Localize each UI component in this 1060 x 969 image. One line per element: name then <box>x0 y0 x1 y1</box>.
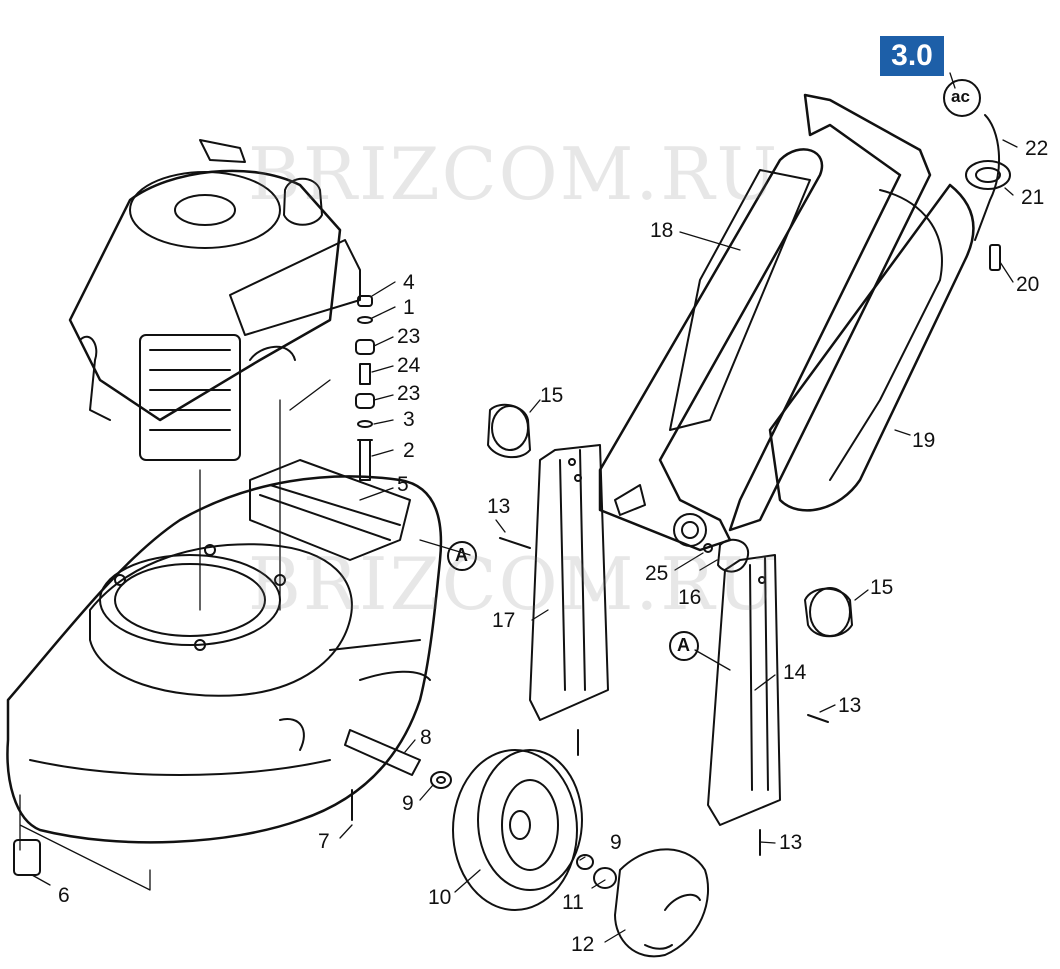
watermark-top: BRIZCOM.RU <box>248 132 780 216</box>
wheel-brackets <box>499 444 829 856</box>
part-label-13b: 13 <box>838 694 862 717</box>
watermark-middle: BRIZCOM.RU <box>248 542 780 626</box>
mount-hardware <box>355 295 375 481</box>
cooling-plate <box>249 459 411 561</box>
part-label-24: 24 <box>397 354 421 377</box>
part-label-19: 19 <box>912 429 936 452</box>
part-label-23a: 23 <box>397 325 421 348</box>
part-label-13a: 13 <box>487 495 511 518</box>
part-label-15a: 15 <box>540 384 564 407</box>
part-label-21: 21 <box>1021 186 1045 209</box>
marker-ac-circle <box>943 79 981 117</box>
part-label-5: 5 <box>397 473 409 496</box>
leader-lines <box>19 72 1018 943</box>
part-label-14: 14 <box>783 661 807 684</box>
part-label-13c: 13 <box>779 831 803 854</box>
part-label-4: 4 <box>403 271 415 294</box>
marker-a-lower: A <box>677 635 690 655</box>
part-label-3: 3 <box>403 408 415 431</box>
part-label-10: 10 <box>428 886 452 909</box>
marker-ac: ac <box>951 87 970 106</box>
part-label-6: 6 <box>58 884 70 907</box>
part-label-22: 22 <box>1025 137 1049 160</box>
part-label-16: 16 <box>678 586 702 609</box>
part-label-11: 11 <box>562 891 584 914</box>
part-label-18: 18 <box>650 219 674 242</box>
marker-a-upper-circle <box>447 541 477 571</box>
part-label-25: 25 <box>645 562 669 585</box>
marker-a-upper: A <box>455 545 468 565</box>
part-label-2: 2 <box>403 439 415 462</box>
engine <box>68 139 361 461</box>
part-label-12: 12 <box>571 933 595 956</box>
section-number-badge: 3.0 <box>880 36 944 76</box>
part-label-15b: 15 <box>870 576 894 599</box>
part-label-23b: 23 <box>397 382 421 405</box>
marker-a-lower-circle <box>669 631 699 661</box>
part-label-9b: 9 <box>610 831 622 854</box>
part-label-1: 1 <box>403 296 415 319</box>
deck-housing <box>6 475 443 844</box>
part-label-17: 17 <box>492 609 516 632</box>
axle-and-wheel <box>13 729 710 958</box>
part-label-7: 7 <box>318 830 330 853</box>
part-label-20: 20 <box>1016 273 1040 296</box>
part-label-8: 8 <box>420 726 432 749</box>
part-label-9a: 9 <box>402 792 414 815</box>
handle-knobs <box>487 403 853 638</box>
marker-circles <box>447 79 981 661</box>
hose-fittings <box>965 114 1011 271</box>
handle-and-catcher <box>598 93 975 573</box>
